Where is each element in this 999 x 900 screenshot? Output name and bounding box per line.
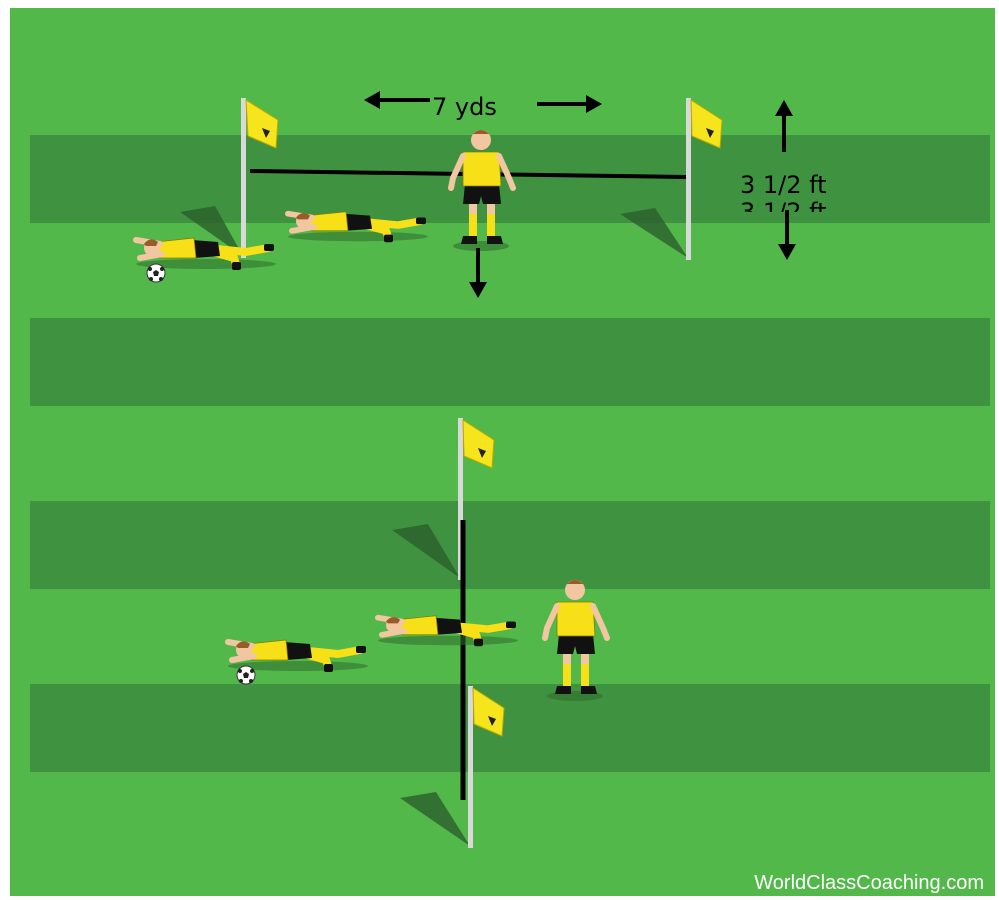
flag-shadow-bottom	[400, 792, 470, 846]
height-label-echo: 3 1/2 ft	[740, 198, 827, 226]
width-arrow-right	[537, 95, 602, 113]
bottom-scene	[228, 418, 607, 848]
flag-shadow-mid	[392, 524, 460, 578]
flag-left-top	[241, 98, 279, 258]
soccer-ball-icon-bottom	[236, 665, 256, 685]
flag-lower-bottom	[468, 686, 505, 848]
flag-right-top	[686, 98, 723, 260]
flag-shadow-right	[620, 208, 688, 258]
height-label: 3 1/2 ft	[740, 171, 827, 199]
flag-shadow-left	[180, 206, 243, 256]
down-arrow	[469, 248, 487, 298]
height-arrow-down	[778, 210, 796, 260]
top-scene: 7 yds 3 1/2 ft 3 1/2 ft	[136, 91, 827, 298]
height-arrow-up	[775, 100, 793, 152]
width-arrow-left	[364, 91, 430, 109]
flag-upper-bottom	[458, 418, 495, 580]
width-label: 7 yds	[432, 93, 497, 121]
watermark: WorldClassCoaching.com	[754, 872, 984, 894]
soccer-ball-icon	[146, 263, 166, 283]
